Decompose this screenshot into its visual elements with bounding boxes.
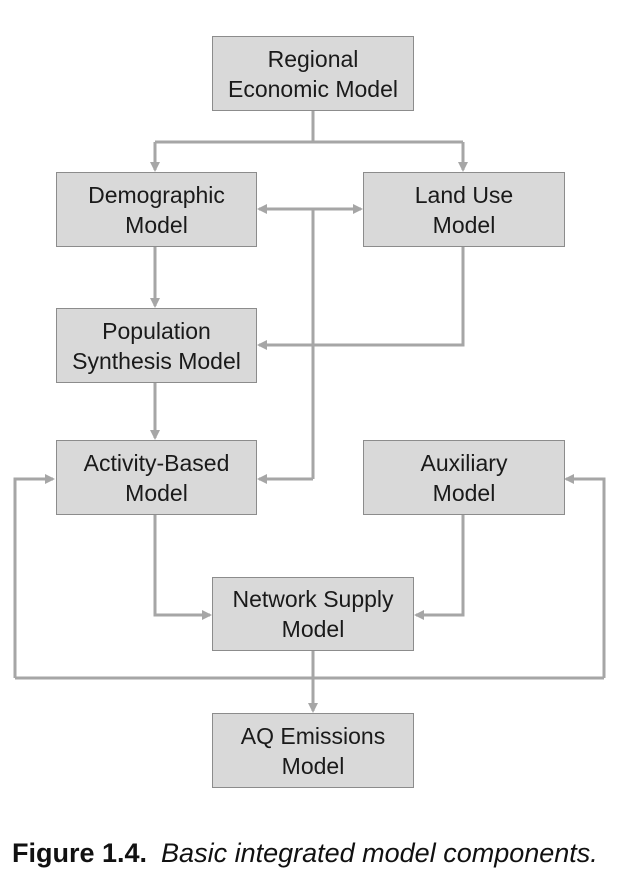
arrow-feedback-to-auxiliary <box>564 474 606 678</box>
box-label-line1: Regional <box>267 45 359 72</box>
box-label-line1: Population <box>102 317 211 344</box>
population-synthesis-model-box: Population Synthesis Model <box>56 308 257 383</box>
figure-number: Figure 1.4. <box>12 838 148 868</box>
auxiliary-model-box: Auxiliary Model <box>363 440 565 515</box>
figure-caption-text: Basic integrated model components. <box>161 838 598 868</box>
diagram-connectors <box>13 111 606 713</box>
figure-caption: Figure 1.4. Basic integrated model compon… <box>12 838 598 869</box>
aq-emissions-model-box: AQ Emissions Model <box>212 713 414 788</box>
box-label-line1: Demographic <box>88 181 225 208</box>
box-label-line1: Network Supply <box>232 586 394 612</box>
box-label-line2: Synthesis Model <box>72 347 241 374</box>
box-label-line1: AQ Emissions <box>240 722 386 749</box>
box-label-line1: Land Use <box>414 181 514 208</box>
arrow-auxiliary-to-network <box>414 515 465 620</box>
box-label-line2: Model <box>281 616 345 642</box>
box-label-line1: Activity-Based <box>83 449 230 476</box>
demographic-model-box: Demographic Model <box>56 172 257 247</box>
box-label-line2: Model <box>432 479 496 506</box>
activity-based-model-box: Activity-Based Model <box>56 440 257 515</box>
arrow-feedback-to-activity <box>13 474 55 678</box>
box-label-line2: Model <box>432 211 496 238</box>
network-supply-model-box: Network Supply Model <box>212 577 414 651</box>
box-label-line2: Model <box>125 211 188 238</box>
regional-economic-model-box: Regional Economic Model <box>212 36 414 111</box>
box-label-line1: Auxiliary <box>420 449 508 476</box>
arrow-landuse-to-population <box>257 247 465 350</box>
box-label-line2: Model <box>281 752 345 779</box>
box-label-line2: Economic Model <box>227 75 399 102</box>
arrow-activity-to-network <box>153 515 212 620</box>
land-use-model-box: Land Use Model <box>363 172 565 247</box>
box-label-line2: Model <box>125 479 188 506</box>
